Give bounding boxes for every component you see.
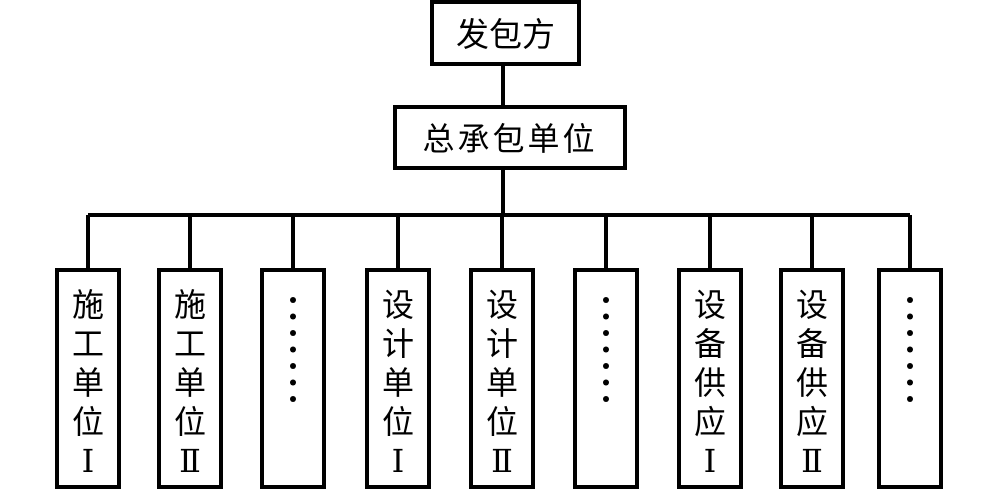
child-node-char: 单: [174, 364, 206, 402]
child-node-char: Ⅰ: [704, 442, 717, 480]
general-contractor-node: 总承包单位: [393, 105, 627, 170]
connector-drops: [86, 215, 912, 270]
ellipsis-dots: [907, 297, 913, 402]
child-node-char: 单: [382, 364, 414, 402]
child-node-char: 计: [382, 325, 414, 363]
ellipsis-dot: [290, 297, 296, 303]
child-node-char: 位: [486, 403, 518, 441]
root-node: 发包方: [430, 0, 581, 66]
root-node-label: 发包方: [456, 15, 555, 54]
child-node-char: 应: [796, 403, 828, 441]
ellipsis-dots: [290, 297, 296, 402]
ellipsis-dot: [290, 363, 296, 369]
ellipsis-dot: [907, 313, 913, 320]
ellipsis-dot: [603, 363, 609, 369]
ellipsis-dot: [603, 330, 609, 336]
child-node-char: 供: [796, 364, 828, 402]
child-node-3: [260, 268, 326, 489]
child-node-box: [779, 268, 845, 489]
ellipsis-dot: [290, 313, 296, 320]
general-contractor-label: 总承包单位: [422, 120, 597, 158]
child-node-char: 设: [486, 286, 518, 324]
child-node-box: [677, 268, 743, 489]
ellipsis-dot: [907, 379, 913, 386]
ellipsis-dot: [907, 363, 913, 369]
child-node-char: 工: [174, 325, 206, 363]
child-node-char: 单: [486, 364, 518, 402]
child-node-char: 单: [72, 364, 104, 402]
child-node-box: [260, 268, 326, 489]
child-node-char: 位: [72, 403, 104, 441]
child-node-box: [469, 268, 535, 489]
ellipsis-dot: [290, 379, 296, 386]
child-node-char: 供: [694, 364, 726, 402]
ellipsis-dot: [603, 313, 609, 320]
root-node-box: [430, 0, 581, 66]
child-node-char: 位: [382, 403, 414, 441]
child-node-box: [365, 268, 431, 489]
connector-lines: [86, 64, 912, 270]
ellipsis-dot: [907, 297, 913, 303]
general-contractor-box: [393, 105, 627, 170]
ellipsis-dot: [907, 396, 913, 402]
child-node-char: 设: [382, 286, 414, 324]
child-node-box: [157, 268, 223, 489]
child-node-char: 施: [72, 286, 104, 324]
ellipsis-dot: [907, 346, 913, 353]
ellipsis-dot: [603, 346, 609, 353]
child-node-char: 计: [486, 325, 518, 363]
child-node-char: Ⅰ: [392, 442, 405, 480]
child-node-char: 工: [72, 325, 104, 363]
ellipsis-dot: [290, 346, 296, 353]
child-node-9: [877, 268, 943, 489]
ellipsis-dot: [603, 297, 609, 303]
ellipsis-dot: [290, 396, 296, 402]
child-node-box: [877, 268, 943, 489]
child-node-char: 施: [174, 286, 206, 324]
ellipsis-dots: [603, 297, 609, 402]
child-node-6: [573, 268, 639, 489]
child-node-box: [55, 268, 121, 489]
child-node-char: 位: [174, 403, 206, 441]
ellipsis-dot: [603, 379, 609, 386]
child-node-char: 备: [694, 325, 726, 363]
child-node-char: Ⅱ: [491, 442, 513, 480]
child-node-char: Ⅱ: [179, 442, 201, 480]
child-node-char: 备: [796, 325, 828, 363]
child-node-char: Ⅱ: [801, 442, 823, 480]
ellipsis-dot: [603, 396, 609, 402]
child-node-char: Ⅰ: [82, 442, 95, 480]
child-node-box: [573, 268, 639, 489]
child-node-char: 设: [694, 286, 726, 324]
ellipsis-dot: [907, 330, 913, 336]
ellipsis-dot: [290, 330, 296, 336]
child-node-char: 设: [796, 286, 828, 324]
child-node-char: 应: [694, 403, 726, 441]
